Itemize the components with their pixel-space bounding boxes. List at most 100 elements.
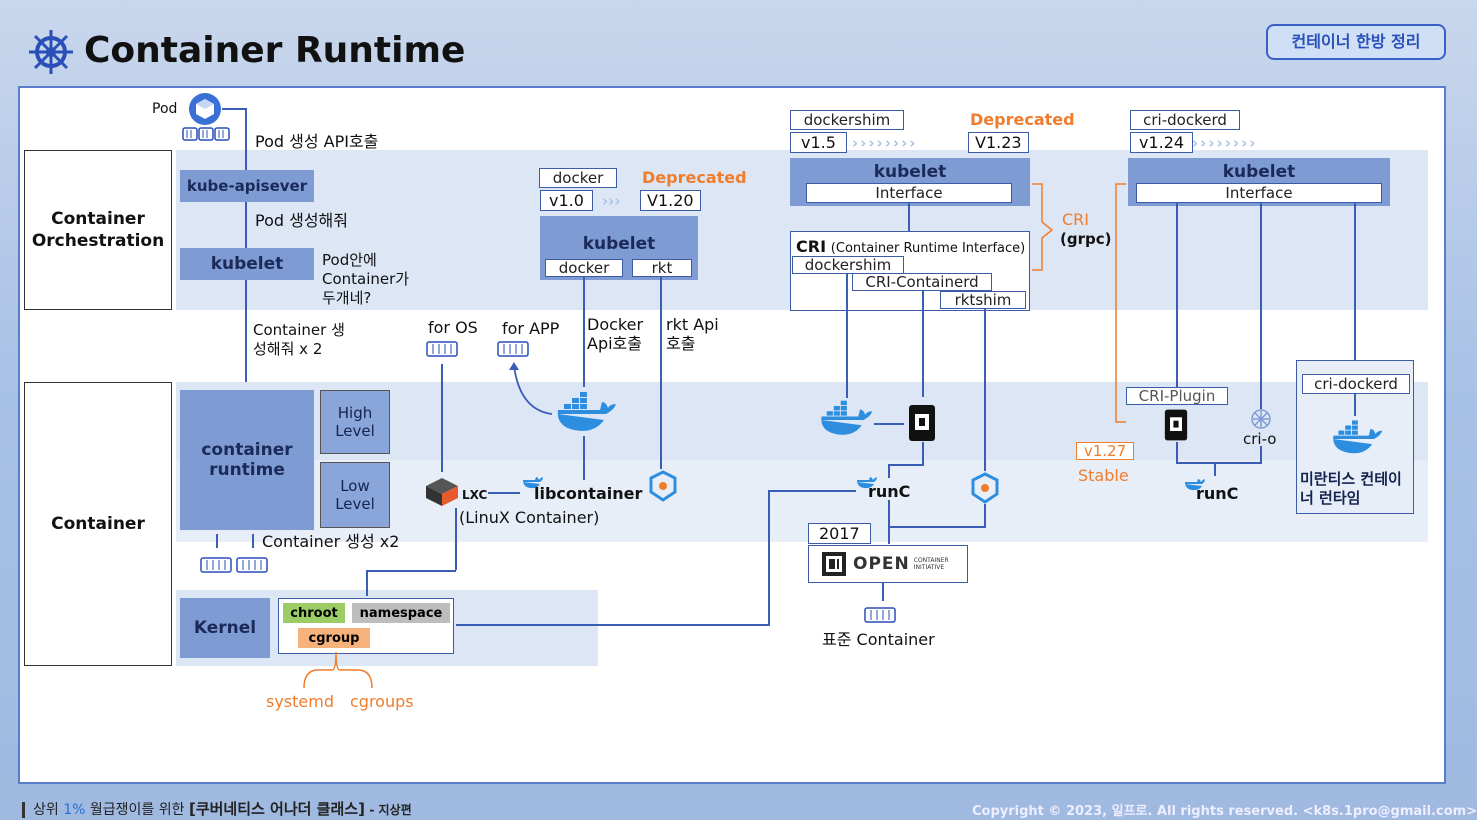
- docker-whale-icon-cri: [821, 400, 873, 435]
- footer-copyright: Copyright © 2023, 일프로. All rights reserv…: [972, 804, 1477, 819]
- section-orchestration: Container Orchestration: [24, 150, 172, 310]
- kubelet-block-left: kubelet: [180, 248, 314, 280]
- oci-logo-icon: [822, 552, 846, 576]
- container-icon-b: [236, 557, 268, 573]
- cri-subtitle: (Container Runtime Interface): [830, 241, 1026, 256]
- helm-wheel-icon: [29, 30, 73, 74]
- curved-arrow-for-app: [509, 362, 553, 415]
- cri-containerd-slot: CRI-Containerd: [852, 273, 992, 291]
- pod-create-label: Pod 생성해줘: [255, 211, 348, 230]
- deprecated-label-dockershim: Deprecated: [970, 110, 1075, 129]
- pod-cube-icon: [189, 93, 221, 125]
- lxc-to-kernel-arrow-down: [366, 570, 368, 596]
- mirantis-label: 미란티스 컨테이너 런타임: [1300, 470, 1402, 507]
- lxc-to-kernel-arrow-v: [455, 508, 457, 570]
- footer-course: 상위 1% 월급쟁이를 위한 [쿠버네티스 어나더 클래스] - 지상편: [22, 798, 412, 819]
- apiserver-to-kubelet-arrow: [245, 202, 247, 248]
- oci-box: OPEN CONTAINER INITIATIVE: [808, 545, 968, 583]
- oci-small-text: CONTAINER INITIATIVE: [913, 557, 949, 571]
- linuxcontainer-label: (LinuX Container): [459, 508, 600, 527]
- cri-grpc-label-2: (grpc): [1060, 230, 1112, 248]
- low-level-block: Low Level: [320, 462, 390, 528]
- kubelet-label-right: kubelet: [1222, 162, 1296, 182]
- chroot-tag: chroot: [283, 603, 345, 623]
- docker-to-libcontainer-arrow: [583, 436, 585, 480]
- rkt-api-arrow: [660, 277, 662, 469]
- footer-left-4: - 지상편: [369, 803, 412, 817]
- v1-20-label: V1.20: [640, 190, 701, 211]
- rkt-to-oci-v: [984, 504, 986, 528]
- pod-question-label: Pod안에 Container가 두개네?: [322, 251, 410, 307]
- cri-grpc-label-1: CRI: [1062, 210, 1090, 229]
- lxc-icon: [426, 478, 458, 506]
- standard-container-label: 표준 Container: [822, 630, 935, 649]
- stable-label: Stable: [1078, 466, 1129, 485]
- runc-label-right: runC: [1196, 484, 1239, 503]
- dockershim-version-label: dockershim: [790, 110, 904, 130]
- section-container: Container: [24, 382, 172, 666]
- interface-to-crio-arrow: [1260, 203, 1262, 409]
- containerd-to-runc-v: [922, 442, 924, 464]
- runc-to-oci-arrow: [888, 500, 890, 544]
- cri-dockerd-slot: cri-dockerd: [1302, 374, 1410, 394]
- app-container-icon: [497, 341, 529, 357]
- runtime-down-arrow-1: [216, 534, 218, 548]
- rkt-to-oci-h: [890, 526, 986, 528]
- rkt-slot: rkt: [632, 259, 692, 277]
- dockershim-to-docker-arrow: [846, 274, 848, 398]
- cri-grpc-bracket: [1032, 183, 1126, 423]
- to-runc-right-arrow: [1214, 462, 1216, 476]
- container-runtime-block: container runtime: [180, 390, 314, 530]
- pod-containers-icon: [182, 127, 230, 141]
- container-icon-a: [200, 557, 232, 573]
- lxc-to-os-arrow: [441, 364, 443, 472]
- rktshim-to-rkt-arrow: [984, 309, 986, 471]
- cri-dockerd-arrows: ››››››››: [1192, 134, 1258, 152]
- footer-left-3: [쿠버네티스 어나더 클래스]: [188, 800, 365, 818]
- crio-label: cri-o: [1243, 430, 1277, 448]
- cgroups-label: cgroups: [350, 692, 414, 711]
- kubelet-label-docker: kubelet: [582, 234, 656, 254]
- standard-container-icon: [864, 607, 896, 623]
- for-os-label: for OS: [428, 318, 478, 337]
- docker-api-label: Docker Api호출: [587, 315, 644, 353]
- interface-to-criplugin-arrow: [1176, 203, 1178, 387]
- cridockerd-to-docker-arrow: [1354, 394, 1356, 416]
- footer-left-2: 월급쟁이를 위한: [89, 802, 185, 818]
- docker-api-arrow: [583, 277, 585, 387]
- runc-to-kernel-v: [768, 490, 770, 626]
- cri-title-text: CRI: [796, 237, 827, 256]
- lxc-text: LXC: [462, 488, 488, 502]
- dockershim-slot: dockershim: [792, 256, 904, 274]
- runc-label-cri: runC: [868, 482, 911, 501]
- interface-to-cridockerd-arrow: [1354, 203, 1356, 369]
- rkt-icon-mid: [649, 470, 677, 502]
- namespace-tag: namespace: [352, 603, 450, 623]
- course-badge: 컨테이너 한방 정리: [1266, 24, 1446, 60]
- containerd-to-runc-down: [888, 464, 890, 478]
- runc-to-kernel-top: [768, 490, 856, 492]
- pod-label: Pod: [152, 101, 178, 117]
- libcontainer-to-lxc-arrow: [488, 492, 520, 494]
- rktshim-slot: rktshim: [940, 291, 1026, 309]
- docker-version-label: docker: [539, 168, 617, 188]
- docker-whale-icon: [557, 392, 616, 431]
- containerd-to-runtime-arrow: [922, 291, 924, 397]
- kubelet-label-cri: kubelet: [873, 162, 947, 182]
- container-created-x2-label: Container 생성 x2: [262, 532, 400, 551]
- cri-plugin-slot: CRI-Plugin: [1126, 387, 1228, 405]
- cgroup-brace: [303, 651, 373, 689]
- deprecated-label-docker: Deprecated: [642, 168, 747, 187]
- systemd-label: systemd: [266, 692, 334, 711]
- v1-0-label: v1.0: [540, 190, 593, 211]
- footer-left-1: 상위: [33, 802, 59, 818]
- os-container-icon: [426, 341, 458, 357]
- v1-27-label: v1.27: [1076, 442, 1134, 460]
- runc-whale-icon-right: [1185, 479, 1205, 491]
- runtime-down-arrow-2: [252, 534, 254, 548]
- dockershim-arrows: ››››››››: [852, 134, 918, 152]
- v1-24-label: v1.24: [1130, 132, 1194, 153]
- pod-to-apiserver-arrow: [245, 108, 247, 170]
- lxc-to-kernel-arrow-h: [366, 570, 456, 572]
- docker-slot: docker: [545, 259, 623, 277]
